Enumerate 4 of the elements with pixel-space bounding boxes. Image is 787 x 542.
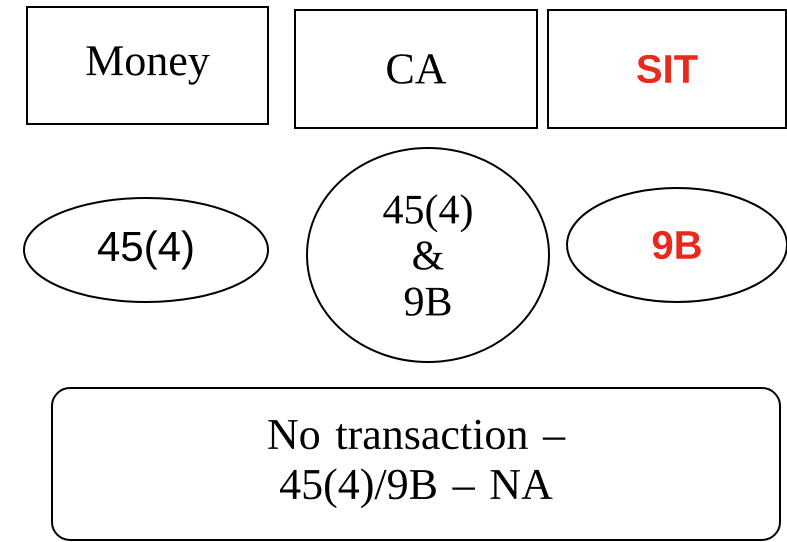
label-box: SIT (547, 9, 787, 129)
label-box: CA (294, 9, 538, 129)
label-box: Money (26, 6, 269, 125)
note-box: No transaction – 45(4)/9B – NA (51, 387, 781, 541)
